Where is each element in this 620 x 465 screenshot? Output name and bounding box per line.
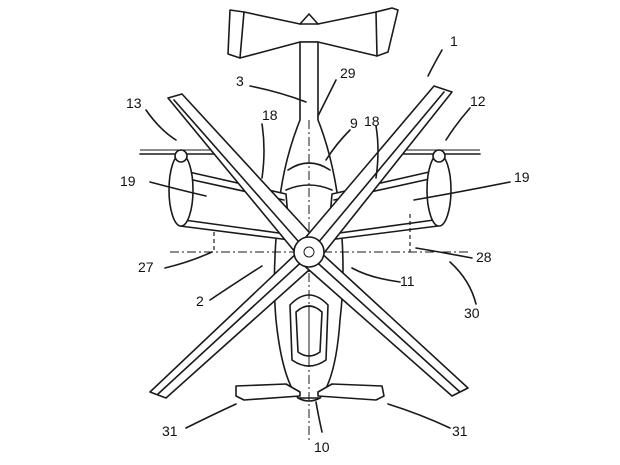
label-3: 3 <box>236 73 244 89</box>
label-18-left: 18 <box>262 107 278 123</box>
label-30: 30 <box>464 305 480 321</box>
landing-skids <box>235 383 385 401</box>
label-31-right: 31 <box>452 423 468 439</box>
label-13: 13 <box>126 95 142 111</box>
label-28: 28 <box>476 249 492 265</box>
label-31-left: 31 <box>162 423 178 439</box>
label-19-right: 19 <box>514 169 530 185</box>
label-2: 2 <box>196 293 204 309</box>
label-9: 9 <box>350 115 358 131</box>
leader-lines <box>145 49 511 433</box>
label-18-right: 18 <box>364 113 380 129</box>
label-10: 10 <box>314 439 330 455</box>
label-1: 1 <box>450 33 458 49</box>
label-27: 27 <box>138 259 154 275</box>
right-propeller-nacelle <box>397 149 481 227</box>
reference-labels: 1 3 29 9 13 12 18 18 19 19 27 28 11 2 30… <box>120 33 530 455</box>
label-19-left: 19 <box>120 173 136 189</box>
label-12: 12 <box>470 93 486 109</box>
label-11: 11 <box>400 273 415 289</box>
label-29: 29 <box>340 65 356 81</box>
tail-assembly <box>227 7 399 59</box>
